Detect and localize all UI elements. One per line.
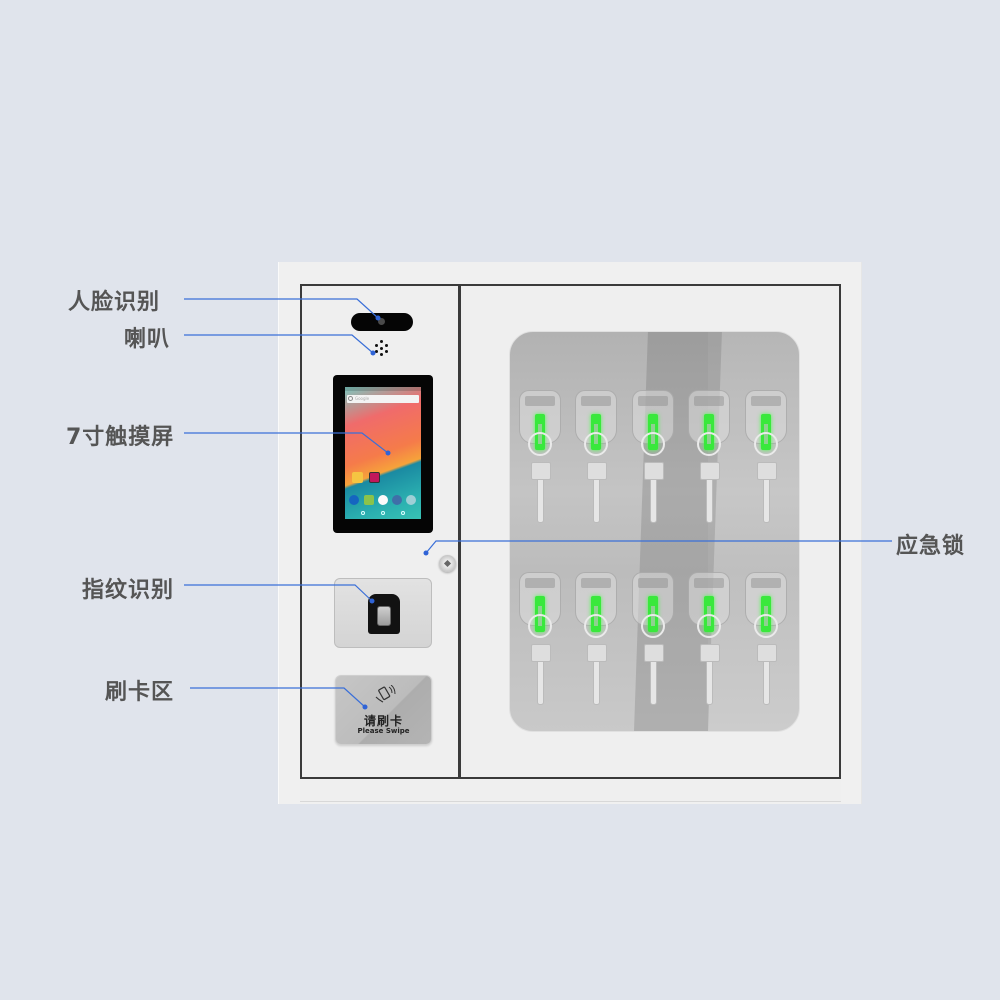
key-icon [700, 462, 720, 480]
key-icon [531, 644, 551, 662]
key-icon [587, 644, 607, 662]
speaker-grille-icon [372, 340, 392, 356]
label-fingerprint: 指纹识别 [82, 578, 175, 603]
key-icon [531, 462, 551, 480]
fingerprint-reader[interactable] [334, 578, 432, 648]
fingerprint-sensor-icon [368, 594, 400, 634]
search-icon [348, 396, 353, 401]
browser-icon[interactable] [392, 495, 402, 505]
contacts-icon[interactable] [364, 495, 374, 505]
key-icon [757, 644, 777, 662]
key-slot-1[interactable] [517, 390, 563, 540]
card-reader[interactable]: 请刷卡 Please Swipe [335, 675, 432, 745]
key-slot-8[interactable] [630, 572, 676, 722]
key-slot-7[interactable] [573, 572, 619, 722]
touchscreen[interactable]: Google [333, 375, 433, 533]
chrome-icon[interactable] [406, 495, 416, 505]
label-card-area: 刷卡区 [105, 680, 175, 705]
status-bar [345, 387, 421, 391]
back-nav-icon[interactable] [361, 511, 365, 515]
key-slot-5[interactable] [743, 390, 789, 540]
key-icon [644, 644, 664, 662]
label-touchscreen: 7寸触摸屏 [66, 425, 175, 450]
key-icon [644, 462, 664, 480]
key-slot-3[interactable] [630, 390, 676, 540]
phone-icon[interactable] [349, 495, 359, 505]
key-slot-10[interactable] [743, 572, 789, 722]
cabinet-base [300, 780, 841, 802]
recents-nav-icon[interactable] [401, 511, 405, 515]
label-face-recognition: 人脸识别 [68, 290, 161, 315]
emergency-lock[interactable] [439, 555, 456, 572]
card-reader-title: 请刷卡 [363, 714, 403, 728]
key-slot-6[interactable] [517, 572, 563, 722]
android-home-screen[interactable]: Google [345, 387, 421, 519]
key-cabinet: Google [278, 262, 862, 804]
cabinet-frame: Google [300, 284, 841, 779]
label-emergency-lock: 应急锁 [896, 534, 966, 559]
key-icon [587, 462, 607, 480]
camera-lens-icon [378, 318, 385, 325]
label-speaker: 喇叭 [124, 327, 171, 352]
key-icon [757, 462, 777, 480]
control-panel: Google [302, 286, 461, 777]
face-camera [351, 313, 413, 331]
email-app-icon[interactable] [352, 472, 363, 483]
card-reader-subtitle: Please Swipe [357, 727, 410, 735]
key-slot-9[interactable] [686, 572, 732, 722]
key-door[interactable] [464, 286, 839, 777]
gallery-app-icon[interactable] [369, 472, 380, 483]
apps-drawer-icon[interactable] [378, 495, 388, 505]
key-icon [700, 644, 720, 662]
google-search-bar[interactable]: Google [347, 395, 419, 403]
keyhole-icon [443, 559, 452, 568]
key-slot-2[interactable] [573, 390, 619, 540]
nfc-card-icon [375, 685, 396, 703]
home-nav-icon[interactable] [381, 511, 385, 515]
key-slot-4[interactable] [686, 390, 732, 540]
glass-window [509, 331, 800, 732]
